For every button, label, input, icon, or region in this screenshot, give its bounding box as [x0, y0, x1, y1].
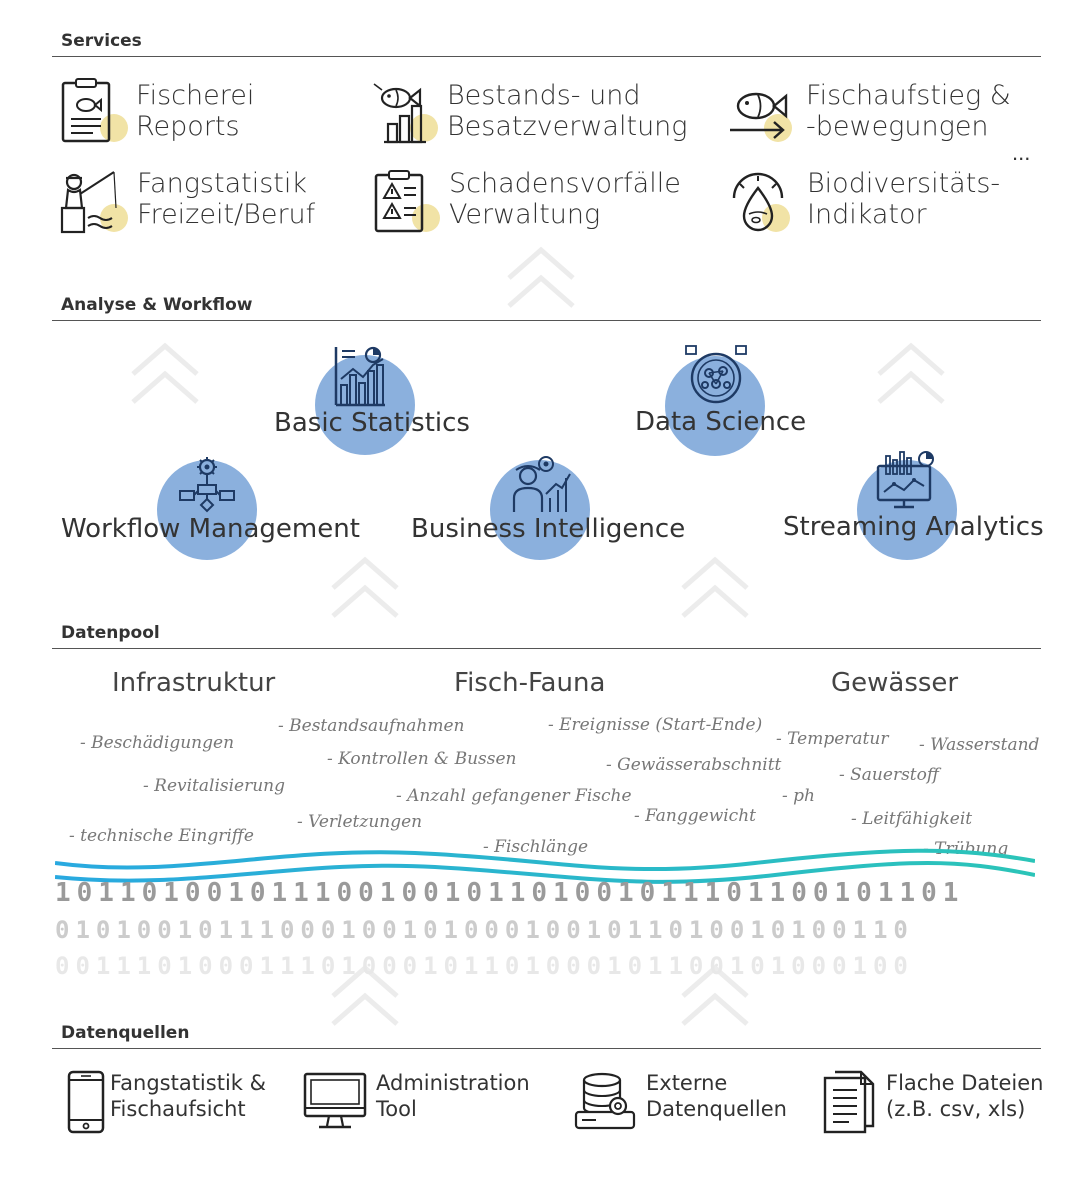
service-bestandsverwaltung[interactable] [370, 80, 442, 146]
data-tag: - Bestandsaufnahmen [278, 716, 465, 736]
accent-dot [100, 114, 128, 142]
service-label: Biodiversitäts- Indikator [807, 168, 1001, 230]
data-tag: - Fischlänge [483, 837, 589, 857]
section-title-analyse: Analyse & Workflow [61, 295, 253, 315]
datenpool-category-infrastruktur: Infrastruktur [112, 668, 276, 698]
statistics-chart-icon [334, 346, 385, 407]
flow-chevron-icon [681, 556, 749, 618]
data-wave-decoration [55, 848, 1035, 884]
service-label: Schadensvorfälle Verwaltung [449, 168, 681, 230]
fish-bar-chart-icon [373, 83, 426, 144]
data-tag: - Anzahl gefangener Fische [396, 786, 632, 806]
data-tag: - Revitalisierung [143, 776, 286, 796]
service-label: Bestands- und Besatzverwaltung [447, 80, 688, 142]
data-tag: - Temperatur [776, 729, 889, 749]
warning-clipboard-icon [374, 170, 424, 233]
service-label: Fischerei Reports [136, 80, 255, 142]
service-fischerei-reports[interactable] [60, 78, 130, 146]
accent-dot [412, 204, 440, 232]
accent-dot [410, 114, 438, 142]
service-schadensvorfaelle[interactable] [374, 170, 442, 234]
flow-chevron-icon [877, 342, 945, 404]
water-drop-gauge-icon [732, 172, 784, 232]
binary-stream-row: 0011101000111010001011010001011001010001… [55, 952, 914, 980]
data-tag: - Sauerstoff [839, 765, 939, 785]
service-label: Fischaufstieg & -bewegungen [806, 80, 1011, 142]
datenpool-category-fisch-fauna: Fisch-Fauna [454, 668, 606, 698]
fish-arrow-icon [730, 92, 788, 139]
data-tag: - Ereignisse (Start-Ende) [548, 715, 763, 735]
analysis-label[interactable]: Business Intelligence [411, 514, 686, 544]
monitor-analytics-icon [876, 451, 934, 509]
data-tag: - Gewässerabschnitt [606, 755, 782, 775]
accent-dot [764, 114, 792, 142]
source-label[interactable]: Externe Datenquellen [646, 1071, 787, 1121]
binary-stream-row: 1011010010111001001011010010111011001011… [55, 878, 965, 908]
data-science-network-icon [685, 345, 747, 404]
analysis-label[interactable]: Data Science [635, 407, 807, 437]
divider-datenpool [52, 648, 1041, 649]
flow-chevron-icon [681, 964, 749, 1026]
fish-report-clipboard-icon [61, 78, 111, 143]
section-title-services: Services [61, 31, 142, 51]
binary-stream-row: 0101001011100010010100010010110100101001… [55, 916, 914, 944]
database-gear-icon [574, 1072, 636, 1130]
service-label: Fangstatistik Freizeit/Beruf [137, 168, 316, 230]
workflow-gear-icon [179, 457, 235, 513]
source-label[interactable]: Flache Dateien (z.B. csv, xls) [886, 1071, 1044, 1121]
divider-analyse [52, 320, 1041, 321]
desktop-monitor-icon [303, 1072, 367, 1129]
data-tag: - ph [782, 786, 815, 806]
section-title-datenquellen: Datenquellen [61, 1023, 190, 1043]
angler-icon [60, 171, 117, 234]
analysis-highlight-circle [857, 460, 957, 560]
source-label[interactable]: Administration Tool [376, 1071, 530, 1121]
service-fangstatistik[interactable] [58, 168, 130, 234]
divider-datenquellen [52, 1048, 1041, 1049]
analysis-label[interactable]: Workflow Management [61, 514, 360, 544]
analysis-label[interactable]: Streaming Analytics [783, 512, 1044, 542]
data-tag: - Fanggewicht [634, 806, 756, 826]
data-tag: - technische Eingriffe [69, 826, 254, 846]
datenpool-category-gewaesser: Gewässer [831, 668, 959, 698]
source-label[interactable]: Fangstatistik & Fischaufsicht [110, 1071, 266, 1121]
business-person-chart-icon [512, 456, 571, 512]
data-tag: - Kontrollen & Bussen [327, 749, 517, 769]
data-tag: - Leitfähigkeit [851, 809, 973, 829]
flow-chevron-icon [331, 964, 399, 1026]
service-biodiversitaet[interactable] [728, 170, 798, 234]
service-fischaufstieg[interactable] [726, 84, 798, 146]
data-tag: - Verletzungen [297, 812, 423, 832]
analysis-label[interactable]: Basic Statistics [274, 408, 470, 438]
analysis-highlight-circle [490, 460, 590, 560]
flow-chevron-icon [331, 556, 399, 618]
more-services-ellipsis[interactable]: ... [1012, 140, 1031, 165]
section-title-datenpool: Datenpool [61, 623, 160, 643]
divider-services [52, 56, 1041, 57]
flat-files-icon [823, 1070, 875, 1134]
flow-chevron-icon [131, 342, 199, 404]
smartphone-icon [67, 1070, 105, 1134]
data-tag: - Beschädigungen [80, 733, 235, 753]
data-tag: - Wasserstand [919, 735, 1040, 755]
flow-chevron-icon [507, 246, 575, 308]
